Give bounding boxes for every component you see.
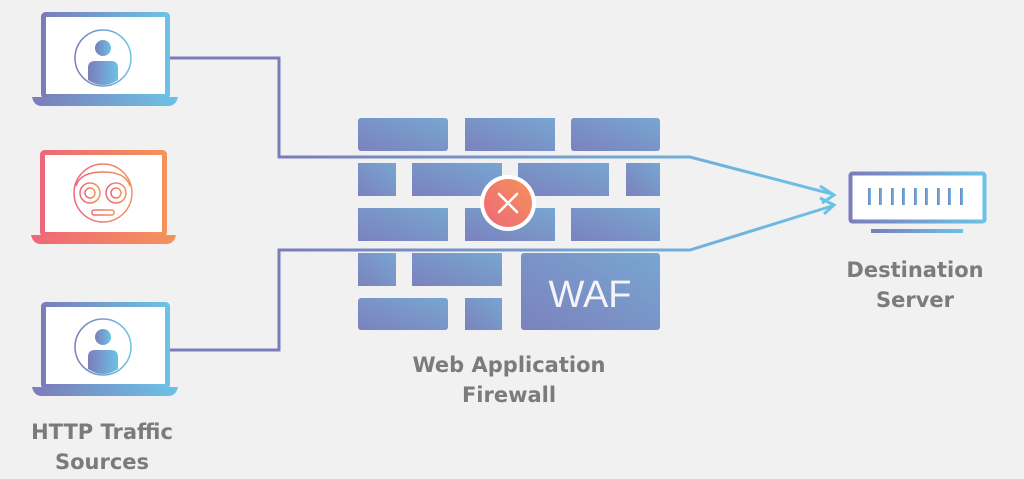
laptop-user-bottom	[32, 302, 178, 396]
sources-label-line2: Sources	[54, 450, 150, 474]
x-icon	[480, 175, 536, 231]
robot-icon	[73, 163, 133, 223]
destination-label-line2: Server	[875, 288, 954, 312]
destination-label: Destination Server	[815, 255, 1015, 315]
sources-label-line1: HTTP Traffic	[31, 420, 173, 444]
user-icon	[74, 318, 132, 376]
firewall-label-line1: Web Application	[412, 353, 606, 377]
connections	[165, 56, 837, 352]
sources-label: HTTP Traffic Sources	[2, 417, 202, 477]
firewall-label-line2: Firewall	[461, 383, 557, 407]
destination-label-line1: Destination	[846, 258, 984, 282]
laptop-bot	[31, 150, 176, 244]
waf-badge: WAF	[548, 274, 631, 316]
laptop-user-top	[32, 12, 178, 106]
legit-path-bottom	[168, 204, 833, 352]
arrow-head-bottom	[819, 196, 837, 216]
server-icon	[848, 171, 987, 233]
user-icon	[74, 29, 132, 87]
waf-block	[521, 253, 660, 330]
firewall-label: Web Application Firewall	[389, 350, 629, 410]
legit-path-top	[168, 56, 833, 196]
